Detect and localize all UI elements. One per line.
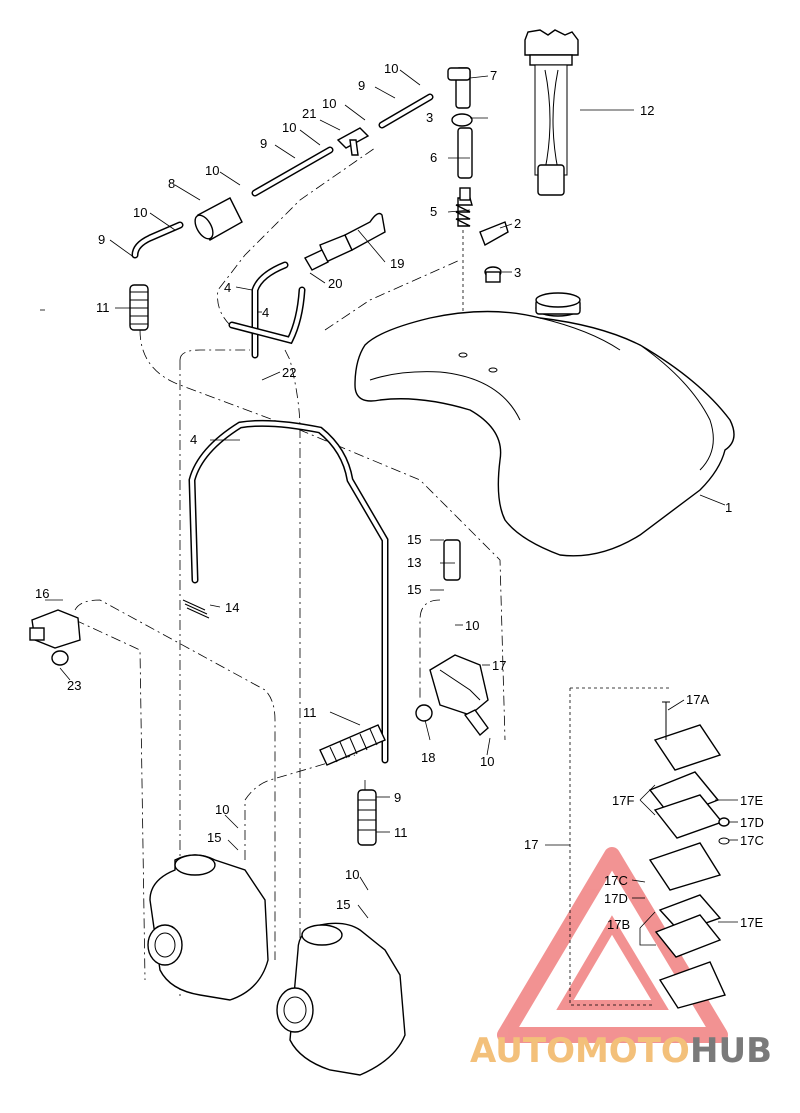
fuel-level-sender [524,29,579,196]
callout-11-c: 11 [394,825,408,840]
callout-15-d: 15 [336,897,350,912]
callout-7: 7 [490,68,497,83]
fuel-pump-assembly [415,539,489,737]
callout-17-pump: 17 [492,658,506,673]
callout-17D-upper: 17D [740,815,764,830]
callout-21: 21 [302,106,316,121]
callout-17E-upper: 17E [740,793,763,808]
callout-4-main: 4 [190,432,197,447]
watermark-text-light: AUTOMOTO [470,1031,690,1071]
callout-20: 20 [328,276,342,291]
callout-11-a: 11 [96,300,110,315]
vent-hoses [131,93,434,259]
callout-4-vent-b: 4 [262,305,269,320]
callout-10-h: 10 [215,802,229,817]
routing-lines [74,147,506,1000]
callout-11-b: 11 [303,705,317,720]
callout-17B: 17B [607,917,630,932]
callout-10-d: 10 [205,163,219,178]
callout-19: 19 [390,256,404,271]
callout-10-c: 10 [282,120,296,135]
fuel-pump-exploded-view [569,687,730,1009]
callout-16: 16 [35,586,49,601]
callout-17E-lower: 17E [740,915,763,930]
callout-3-lower: 3 [514,265,521,280]
callout-17C-upper: 17C [740,833,764,848]
callout-1: 1 [725,500,732,515]
callout-15-a: 15 [407,532,421,547]
tank-vent-fitting [447,67,509,283]
callout-10-a: 10 [384,61,398,76]
callout-10-f: 10 [465,618,479,633]
callout-13: 13 [407,555,421,570]
callout-10-b: 10 [322,96,336,111]
callout-17-exploded: 17 [524,837,538,852]
carburetor-left [147,854,269,1001]
callout-2: 2 [514,216,521,231]
callout-23: 23 [67,678,81,693]
protective-sleeves [129,284,386,846]
callout-9-d: 9 [394,790,401,805]
inline-fuel-filter [194,197,243,241]
carburetor-right [276,922,406,1076]
fuel-valve-16 [29,599,210,666]
callout-labels: 1 2 3 3 4 4 4 5 6 7 8 9 9 9 9 10 10 10 1… [35,61,764,932]
callout-18: 18 [421,750,435,765]
callout-22: 22 [282,365,296,380]
leader-lines [40,69,738,946]
primer-pump [304,212,386,271]
callout-10-g: 10 [480,754,494,769]
fuel-lines [188,261,389,764]
callout-8: 8 [168,176,175,191]
callout-15-b: 15 [407,582,421,597]
callout-4-vent-a: 4 [224,280,231,295]
callout-9-c: 9 [98,232,105,247]
callout-9-b: 9 [260,136,267,151]
callout-17F: 17F [612,793,634,808]
callout-3-upper: 3 [426,110,433,125]
watermark-text-dark: HUB [690,1031,772,1071]
callout-15-c: 15 [207,830,221,845]
callout-14: 14 [225,600,239,615]
fuel-tank [354,292,735,557]
callout-17D-lower: 17D [604,891,628,906]
callout-9-a: 9 [358,78,365,93]
callout-12: 12 [640,103,654,118]
callout-6: 6 [430,150,437,165]
callout-10-e: 10 [133,205,147,220]
callout-17C-lower: 17C [604,873,628,888]
callout-5: 5 [430,204,437,219]
callout-17A: 17A [686,692,709,707]
callout-10-i: 10 [345,867,359,882]
